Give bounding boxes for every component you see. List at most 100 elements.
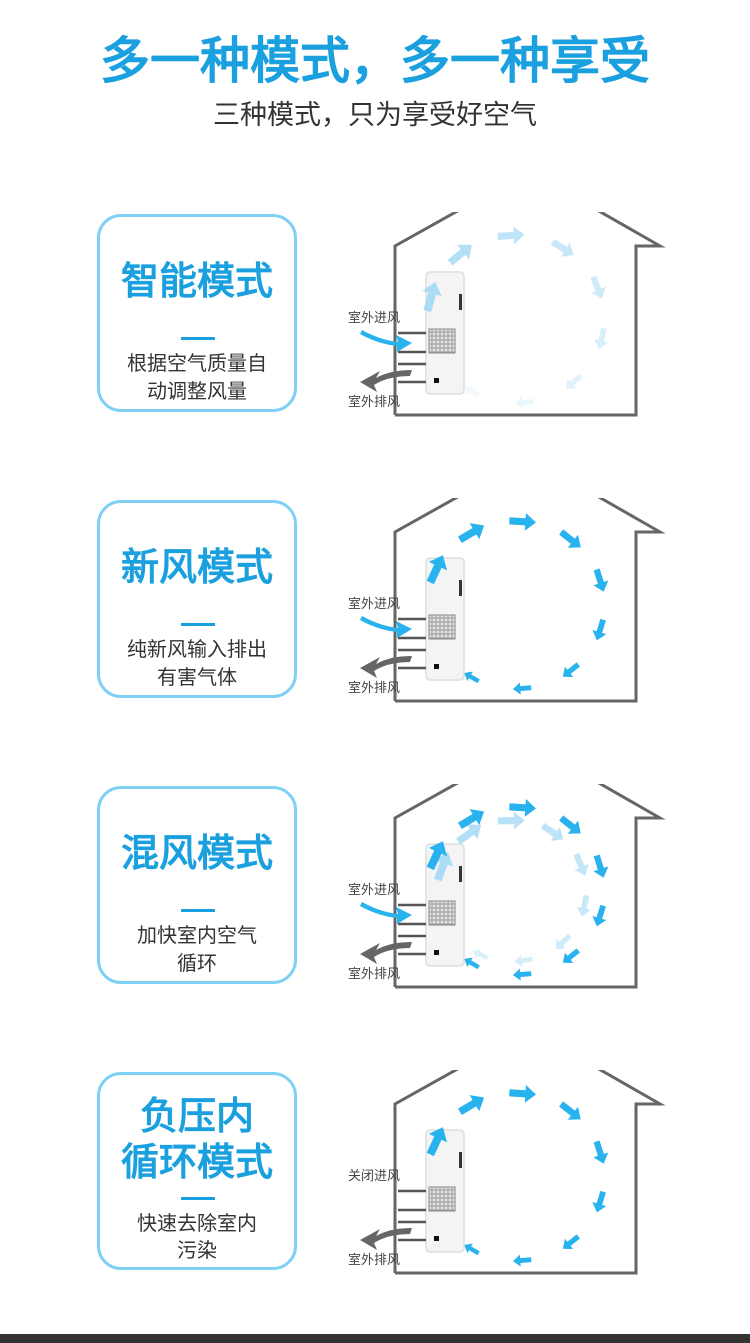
mode-desc-line: 动调整风量 — [147, 379, 247, 403]
vent-grille-icon — [428, 1186, 456, 1212]
airflow-arrow-icon — [512, 968, 532, 981]
airflow-arrow-icon — [497, 226, 525, 245]
airflow-arrow-icon — [562, 662, 580, 678]
mode-desc-line: 加快室内空气 — [137, 923, 257, 947]
ventilator-unit-icon — [425, 843, 465, 967]
airflow-arrow-icon — [426, 841, 447, 871]
mode-title-line: 智能模式 — [120, 259, 273, 303]
airflow-arrow-icon — [540, 822, 564, 841]
airflow-arrow-icon — [550, 239, 574, 257]
airflow-arrow-icon — [592, 904, 607, 927]
page-subtitle: 三种模式，只为享受好空气 — [213, 100, 537, 131]
intake-arrow-icon — [360, 902, 412, 924]
airflow-arrow-icon — [576, 895, 591, 917]
exhaust-label: 室外排风 — [348, 680, 400, 696]
intake-label: 室外进风 — [348, 596, 400, 612]
mode-desc-line: 有害气体 — [157, 665, 237, 689]
airflow-arrow-icon — [593, 854, 609, 878]
intake-label: 室外进风 — [348, 882, 400, 898]
airflow-arrow-icon — [456, 824, 482, 845]
airflow-arrow-icon — [593, 1140, 609, 1164]
airflow-arrow-icon — [426, 1127, 447, 1157]
mode-card[interactable]: 智能模式 根据空气质量自 动调整风量 — [97, 214, 297, 412]
intake-arrow-icon — [360, 616, 412, 638]
mode-divider — [181, 909, 215, 912]
airflow-arrow-icon — [555, 933, 572, 950]
house-outline-icon — [393, 498, 666, 703]
mode-row-smart: 智能模式 根据空气质量自 动调整风量 室外进风 室外排风 — [0, 212, 750, 482]
mode-desc-line: 快速去除室内 — [137, 1211, 257, 1235]
airflow-arrow-icon — [514, 954, 533, 967]
vent-grille-icon — [428, 614, 456, 640]
airflow-arrow-icon — [559, 815, 581, 834]
mode-desc-line: 污染 — [177, 1238, 217, 1262]
house-outline-icon — [393, 212, 666, 417]
airflow-arrow-icon — [457, 809, 485, 830]
airflow-arrow-icon — [594, 327, 609, 350]
airflow-arrow-icon — [514, 396, 534, 409]
airflow-arrow-icon — [464, 957, 480, 970]
exhaust-label: 室外排风 — [348, 1252, 400, 1268]
airflow-arrow-icon — [426, 555, 447, 585]
airflow-arrow-icon — [464, 1243, 480, 1256]
exhaust-arrow-icon — [360, 656, 412, 678]
mode-title-line: 循环模式 — [120, 1140, 273, 1184]
airflow-arrow-icon — [457, 1095, 485, 1116]
mode-desc-line: 根据空气质量自 — [127, 351, 267, 375]
mode-row-mixed-air: 混风模式 加快室内空气 循环 室外进风 室外排风 — [0, 784, 750, 1054]
mode-scene: 关闭进风 室外排风 — [348, 1070, 666, 1275]
airflow-arrow-icon — [509, 1084, 537, 1103]
house-outline-icon — [393, 784, 666, 989]
airflow-arrow-icon — [559, 529, 581, 548]
exhaust-arrow-icon — [360, 1228, 412, 1250]
exhaust-label: 室外排风 — [348, 966, 400, 982]
airflow-arrow-icon — [422, 226, 609, 409]
vent-grille-icon — [428, 900, 456, 926]
ventilator-unit-icon — [425, 271, 465, 395]
mode-title-line: 新风模式 — [120, 545, 273, 589]
airflow-arrow-icon — [573, 852, 589, 876]
airflow-arrow-icon — [593, 568, 609, 592]
airflow-arrow-icon — [422, 281, 442, 312]
airflow-arrow-icon — [472, 948, 489, 960]
mode-desc-line: 纯新风输入排出 — [127, 637, 267, 661]
mode-row-negative-pressure: 负压内 循环模式 快速去除室内 污染 关闭进风 室外排风 — [0, 1070, 750, 1340]
mode-scene: 室外进风 室外排风 — [348, 784, 666, 989]
house-outline-icon — [393, 1070, 666, 1275]
mode-scene: 室外进风 室外排风 — [348, 212, 666, 417]
intake-arrow-icon — [360, 330, 412, 352]
mode-row-fresh-air: 新风模式 纯新风输入排出 有害气体 室外进风 室外排风 — [0, 498, 750, 768]
vent-grille-icon — [428, 328, 456, 354]
mode-title-line: 负压内 — [139, 1094, 254, 1138]
airflow-arrow-icon — [592, 618, 607, 641]
airflow-arrow-icon — [592, 1190, 607, 1213]
airflow-arrow-icon — [512, 1254, 532, 1267]
airflow-arrow-icon — [464, 385, 480, 398]
airflow-arrow-icon — [566, 373, 583, 389]
exhaust-arrow-icon — [360, 942, 412, 964]
mode-divider — [181, 337, 215, 340]
mode-title-line: 混风模式 — [120, 831, 273, 875]
mode-divider — [181, 623, 215, 626]
airflow-arrow-icon — [447, 244, 472, 266]
airflow-arrow-icon — [590, 275, 606, 299]
mode-card[interactable]: 负压内 循环模式 快速去除室内 污染 — [97, 1072, 297, 1270]
airflow-arrow-icon — [464, 671, 480, 684]
mode-divider — [181, 1197, 215, 1200]
mode-card[interactable]: 新风模式 纯新风输入排出 有害气体 — [97, 500, 297, 698]
airflow-arrow-icon — [559, 1101, 581, 1120]
bottom-bar — [0, 1334, 750, 1343]
mode-card[interactable]: 混风模式 加快室内空气 循环 — [97, 786, 297, 984]
ventilator-unit-icon — [425, 1129, 465, 1253]
airflow-arrow-icon — [512, 682, 532, 695]
ventilator-unit-icon — [425, 557, 465, 681]
exhaust-arrow-icon — [360, 370, 412, 392]
page-title: 多一种模式，多一种享受 — [100, 32, 650, 90]
airflow-arrow-icon — [562, 1234, 580, 1250]
airflow-arrow-icon — [509, 798, 537, 817]
mode-desc-line: 循环 — [177, 951, 217, 975]
airflow-arrow-icon — [509, 512, 537, 531]
intake-label: 室外进风 — [348, 310, 400, 326]
airflow-arrow-icon — [426, 512, 609, 695]
airflow-arrow-icon — [426, 798, 609, 981]
